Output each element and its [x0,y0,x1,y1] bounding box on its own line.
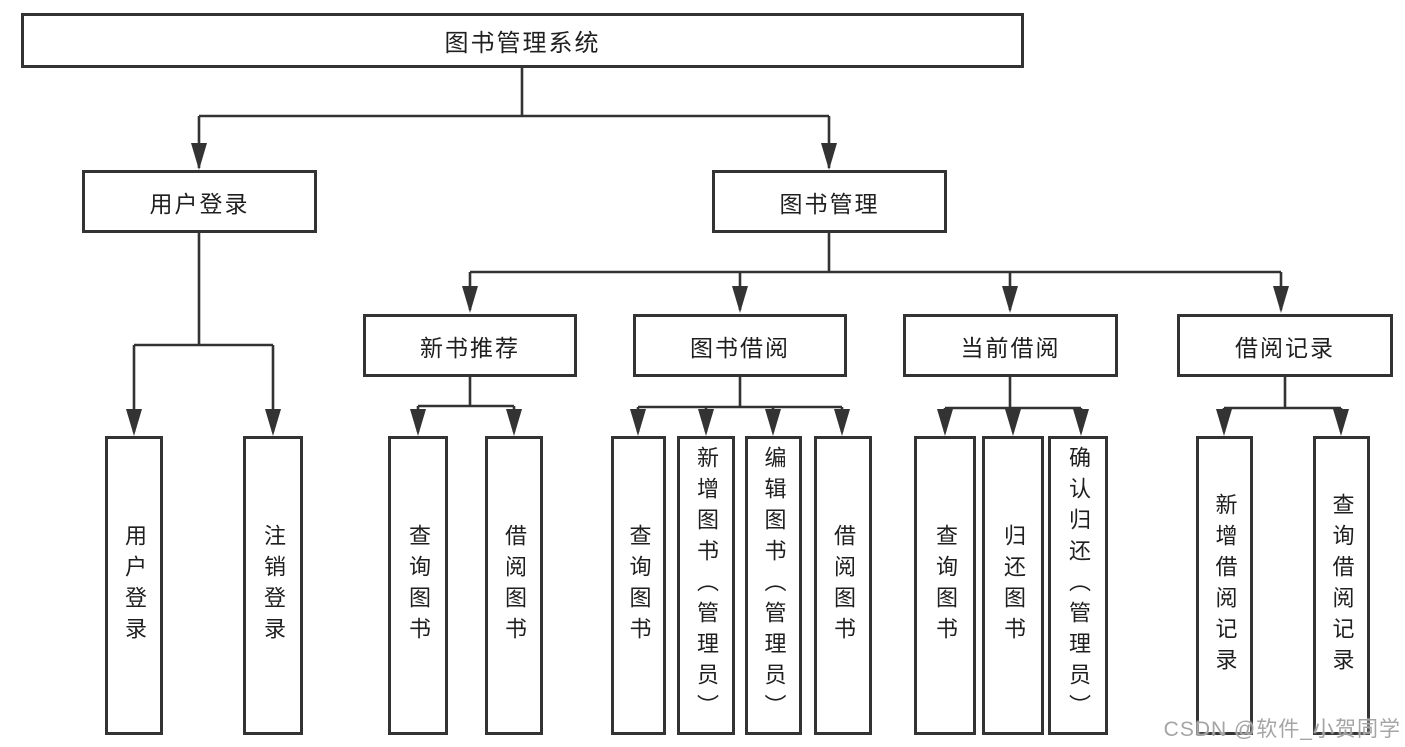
leaf-edit-books-admin: 编辑图书（管理员） [745,436,802,735]
node-label: 新书推荐 [420,334,520,361]
node-label: 查询借阅记录 [1329,492,1355,679]
leaf-user-login: 用户登录 [105,436,163,735]
node-label: 用户登录 [122,523,147,648]
node-label: 图书管理 [779,190,880,217]
node-label: 注销登录 [261,523,286,648]
node-label: 图书借阅 [690,334,790,361]
node-label: 当前借阅 [960,334,1061,361]
node-label: 新增图书（管理员） [694,446,719,725]
node-borrowing-records: 借阅记录 [1177,314,1393,377]
leaf-query-books: 查询图书 [388,436,448,735]
node-label: 查询图书 [933,523,958,648]
node-book-management: 图书管理 [712,170,947,233]
leaf-add-books-admin: 新增图书（管理员） [677,436,735,735]
node-label: 查询图书 [406,523,431,648]
leaf-borrow-books: 借阅图书 [814,436,872,735]
leaf-add-borrow-record: 新增借阅记录 [1196,436,1253,735]
node-label: 用户登录 [149,190,250,217]
node-label: 编辑图书（管理员） [761,446,787,725]
watermark-text: CSDN @软件_小贺同学 [1163,718,1401,741]
node-new-book-recommendation: 新书推荐 [363,314,577,377]
node-label: 借阅图书 [502,523,527,648]
node-label: 归还图书 [1001,523,1026,648]
leaf-logout-login: 注销登录 [243,436,303,735]
node-label: 查询图书 [626,523,652,648]
leaf-query-borrow-record: 查询借阅记录 [1313,436,1370,735]
leaf-borrow-books: 借阅图书 [485,436,543,735]
leaf-return-books: 归还图书 [982,436,1044,735]
node-label: 借阅记录 [1235,334,1335,361]
leaf-confirm-return-admin: 确认归还（管理员） [1048,436,1108,735]
node-label: 图书管理系统 [444,30,601,57]
node-label: 借阅图书 [831,523,856,648]
node-library-management-system: 图书管理系统 [21,13,1024,68]
leaf-query-books: 查询图书 [914,436,976,735]
node-current-borrowing: 当前借阅 [903,314,1118,377]
node-book-borrowing: 图书借阅 [633,314,847,377]
node-label: 新增借阅记录 [1212,492,1238,679]
node-user-login: 用户登录 [82,170,317,233]
leaf-query-books: 查询图书 [611,436,666,735]
node-label: 确认归还（管理员） [1066,446,1091,725]
